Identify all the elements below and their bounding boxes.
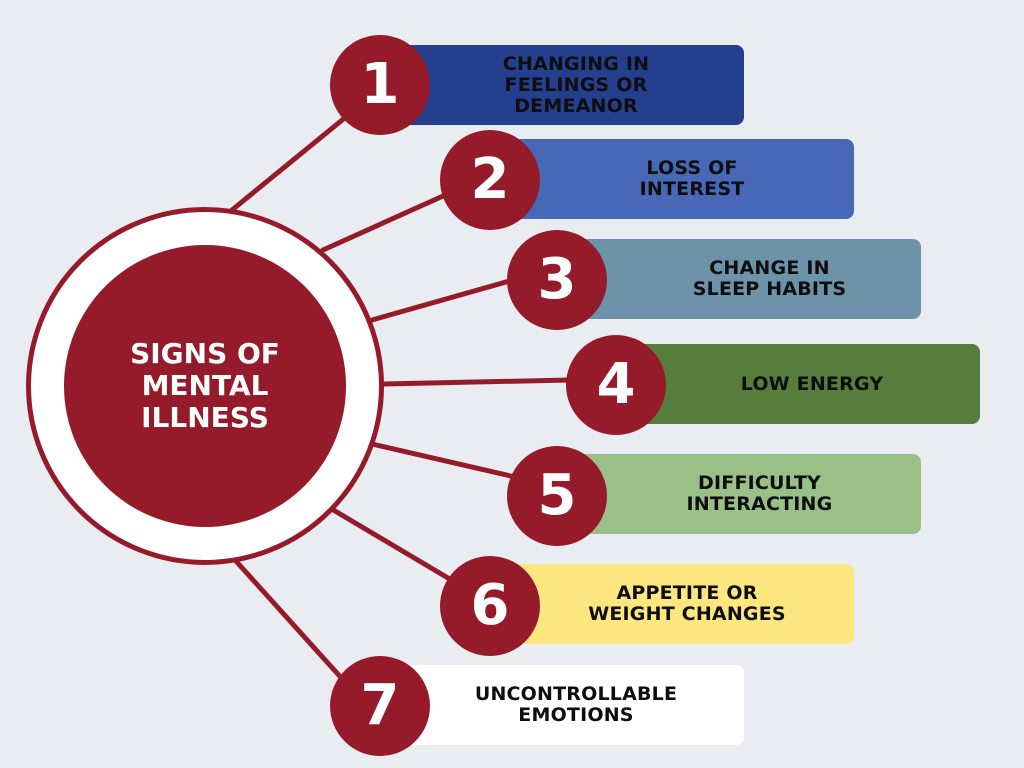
item-2-badge: 2: [440, 130, 540, 230]
item-7-bar: UNCONTROLLABLE EMOTIONS: [398, 665, 744, 745]
item-1-number: 1: [360, 52, 400, 117]
connector-line-7: [232, 557, 348, 685]
connector-line-5: [369, 441, 518, 480]
connector-line-4: [381, 377, 573, 387]
item-4-label: LOW ENERGY: [740, 372, 884, 395]
item-1-label: CHANGING IN FEELINGS OR DEMEANOR: [502, 52, 650, 117]
center-circle: SIGNS OF MENTAL ILLNESS: [64, 245, 346, 527]
item-1-bar: CHANGING IN FEELINGS OR DEMEANOR: [398, 45, 744, 125]
connector-line-2: [320, 189, 455, 253]
item-4-number: 4: [596, 352, 636, 417]
item-2-bar: LOSS OF INTEREST: [510, 139, 854, 219]
item-7-badge: 7: [330, 656, 430, 756]
item-4-bar: LOW ENERGY: [634, 344, 980, 424]
item-3-badge: 3: [507, 230, 607, 330]
item-5-bar: DIFFICULTY INTERACTING: [578, 454, 921, 534]
item-6-badge: 6: [440, 556, 540, 656]
item-3-bar: CHANGE IN SLEEP HABITS: [578, 239, 921, 319]
connector-line-1: [229, 109, 355, 213]
item-7-label: UNCONTROLLABLE EMOTIONS: [474, 683, 678, 726]
item-2-number: 2: [470, 147, 510, 212]
item-7-number: 7: [360, 673, 400, 738]
item-6-bar: APPETITE OR WEIGHT CHANGES: [510, 564, 854, 644]
item-2-label: LOSS OF INTEREST: [639, 157, 745, 200]
item-1-badge: 1: [330, 35, 430, 135]
connector-line-3: [369, 277, 516, 323]
item-6-label: APPETITE OR WEIGHT CHANGES: [588, 582, 786, 625]
item-4-badge: 4: [566, 335, 666, 435]
item-5-label: DIFFICULTY INTERACTING: [686, 472, 833, 515]
connector-line-6: [327, 505, 451, 581]
item-3-number: 3: [537, 247, 577, 312]
center-title: SIGNS OF MENTAL ILLNESS: [130, 337, 280, 434]
item-5-number: 5: [537, 463, 577, 528]
item-3-label: CHANGE IN SLEEP HABITS: [692, 257, 847, 300]
item-5-badge: 5: [507, 446, 607, 546]
item-6-number: 6: [470, 573, 510, 638]
